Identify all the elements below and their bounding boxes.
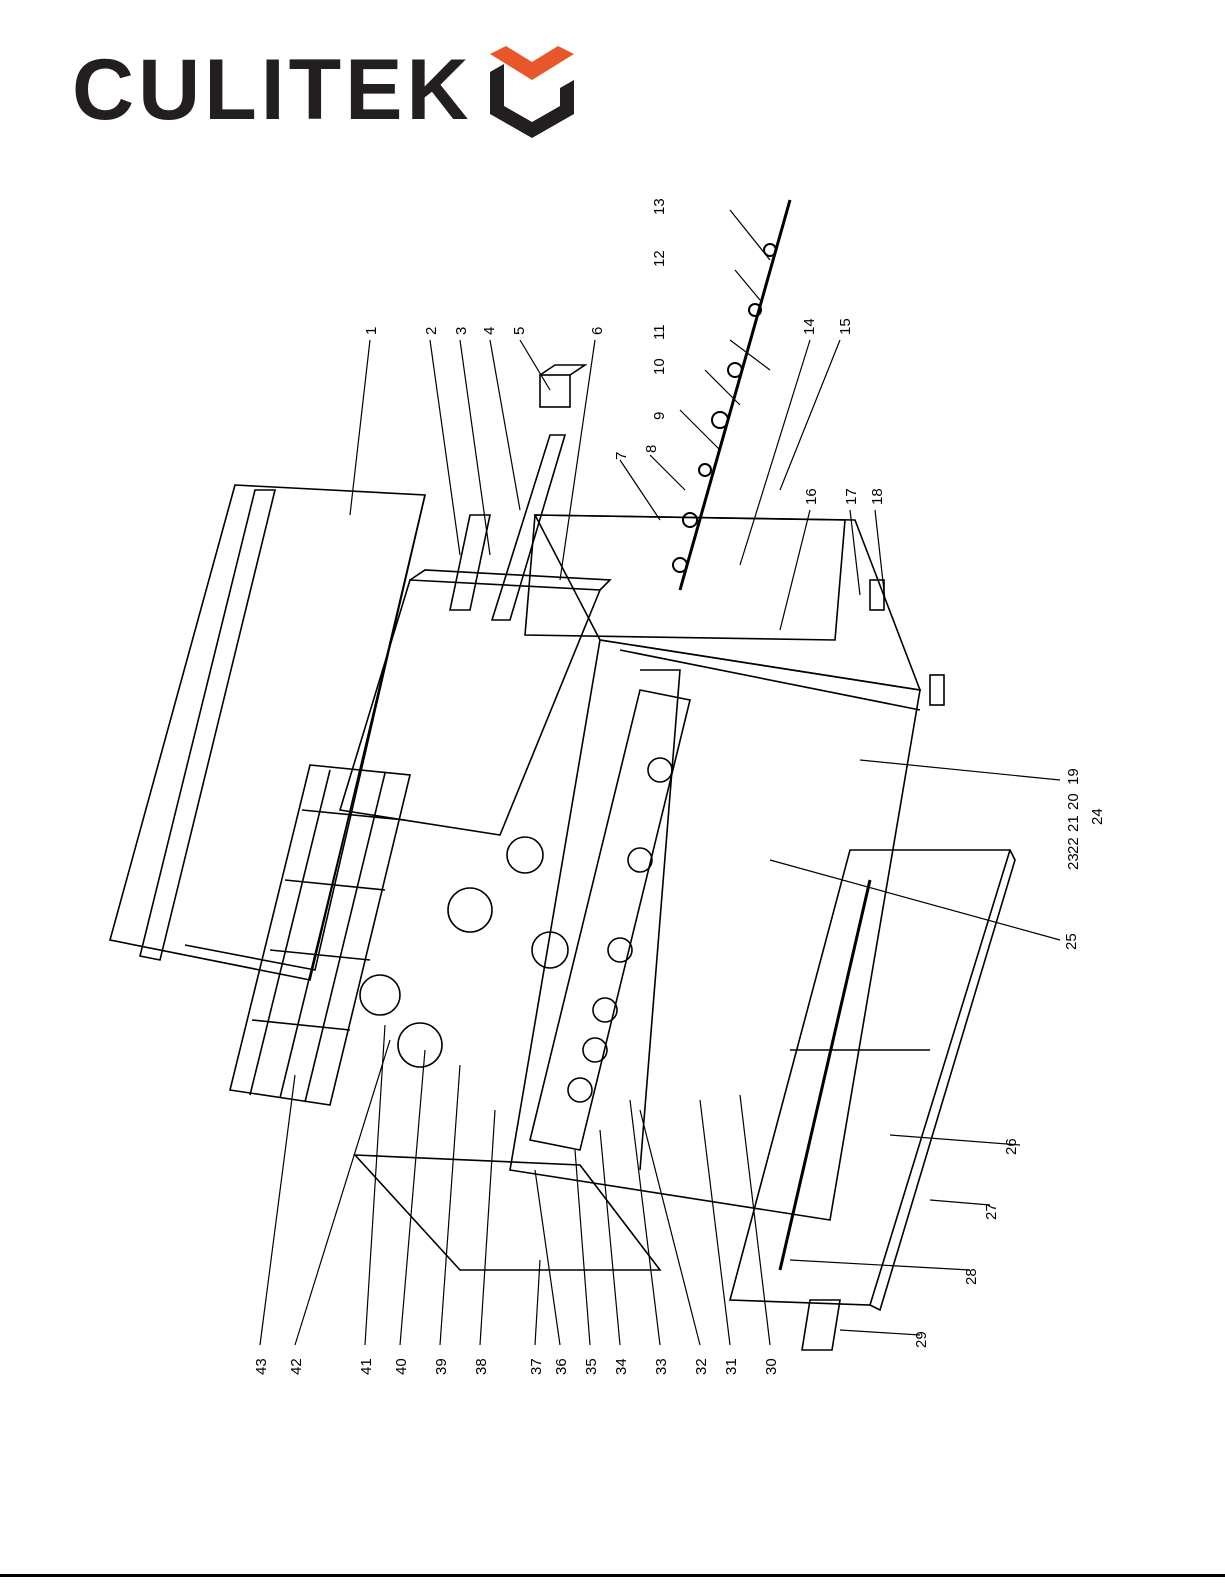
brand-chevron-icon: [484, 42, 580, 138]
callout-43: 43: [253, 1358, 270, 1375]
callout-13: 13: [651, 198, 668, 215]
exploded-parts-diagram: 1 2 3 4 5 6 7 8 9 10 11 12 13 14 15 16 1…: [80, 170, 1140, 1390]
callout-3: 3: [453, 327, 470, 335]
callout-30: 30: [763, 1358, 780, 1375]
callout-35: 35: [583, 1358, 600, 1375]
callout-1: 1: [363, 327, 380, 335]
valve-cluster: [673, 244, 776, 572]
callout-40: 40: [393, 1358, 410, 1375]
callout-16: 16: [803, 488, 820, 505]
leader-lines: [260, 210, 1060, 1345]
callout-34: 34: [613, 1358, 630, 1375]
callout-10: 10: [651, 358, 668, 375]
callout-38: 38: [473, 1358, 490, 1375]
callout-27: 27: [983, 1203, 1000, 1220]
callout-19: 19: [1065, 768, 1082, 785]
callout-29: 29: [913, 1331, 930, 1348]
callout-33: 33: [653, 1358, 670, 1375]
callout-24: 24: [1089, 808, 1106, 825]
page-bottom-rule: [0, 1574, 1225, 1577]
callout-31: 31: [723, 1358, 740, 1375]
part-oven-door: [730, 850, 1010, 1305]
callout-5: 5: [511, 327, 528, 335]
callout-15: 15: [837, 318, 854, 335]
diagram-drawing: [110, 200, 1015, 1350]
callout-23: 23: [1065, 853, 1082, 870]
callout-8: 8: [643, 445, 660, 453]
callout-2: 2: [423, 327, 440, 335]
callout-7: 7: [613, 452, 630, 460]
callout-32: 32: [693, 1358, 710, 1375]
callout-12: 12: [651, 250, 668, 267]
callout-39: 39: [433, 1358, 450, 1375]
callout-14: 14: [801, 318, 818, 335]
callout-22: 22: [1065, 837, 1082, 854]
callout-42: 42: [288, 1358, 305, 1375]
callout-25: 25: [1063, 933, 1080, 950]
control-knobs: [568, 758, 672, 1102]
part-manifold: [680, 200, 790, 590]
callout-21: 21: [1065, 815, 1082, 832]
callout-17: 17: [843, 488, 860, 505]
callout-36: 36: [553, 1358, 570, 1375]
callout-20: 20: [1065, 793, 1082, 810]
part-leg: [870, 580, 884, 610]
callout-9: 9: [651, 412, 668, 420]
brand-logo: CULITEK: [72, 40, 592, 140]
burners: [360, 837, 568, 1067]
callout-11: 11: [651, 324, 668, 340]
callout-41: 41: [358, 1358, 375, 1375]
part-side-panel: [355, 1155, 660, 1270]
brand-name: CULITEK: [72, 40, 473, 140]
callout-6: 6: [589, 327, 606, 335]
part-right-panel: [535, 515, 920, 690]
callout-4: 4: [481, 327, 498, 335]
callout-18: 18: [869, 488, 886, 505]
callout-26: 26: [1003, 1138, 1020, 1155]
part-hinge-bracket: [802, 1300, 840, 1350]
callout-37: 37: [528, 1358, 545, 1375]
callout-28: 28: [963, 1268, 980, 1285]
part-leg: [930, 675, 944, 705]
